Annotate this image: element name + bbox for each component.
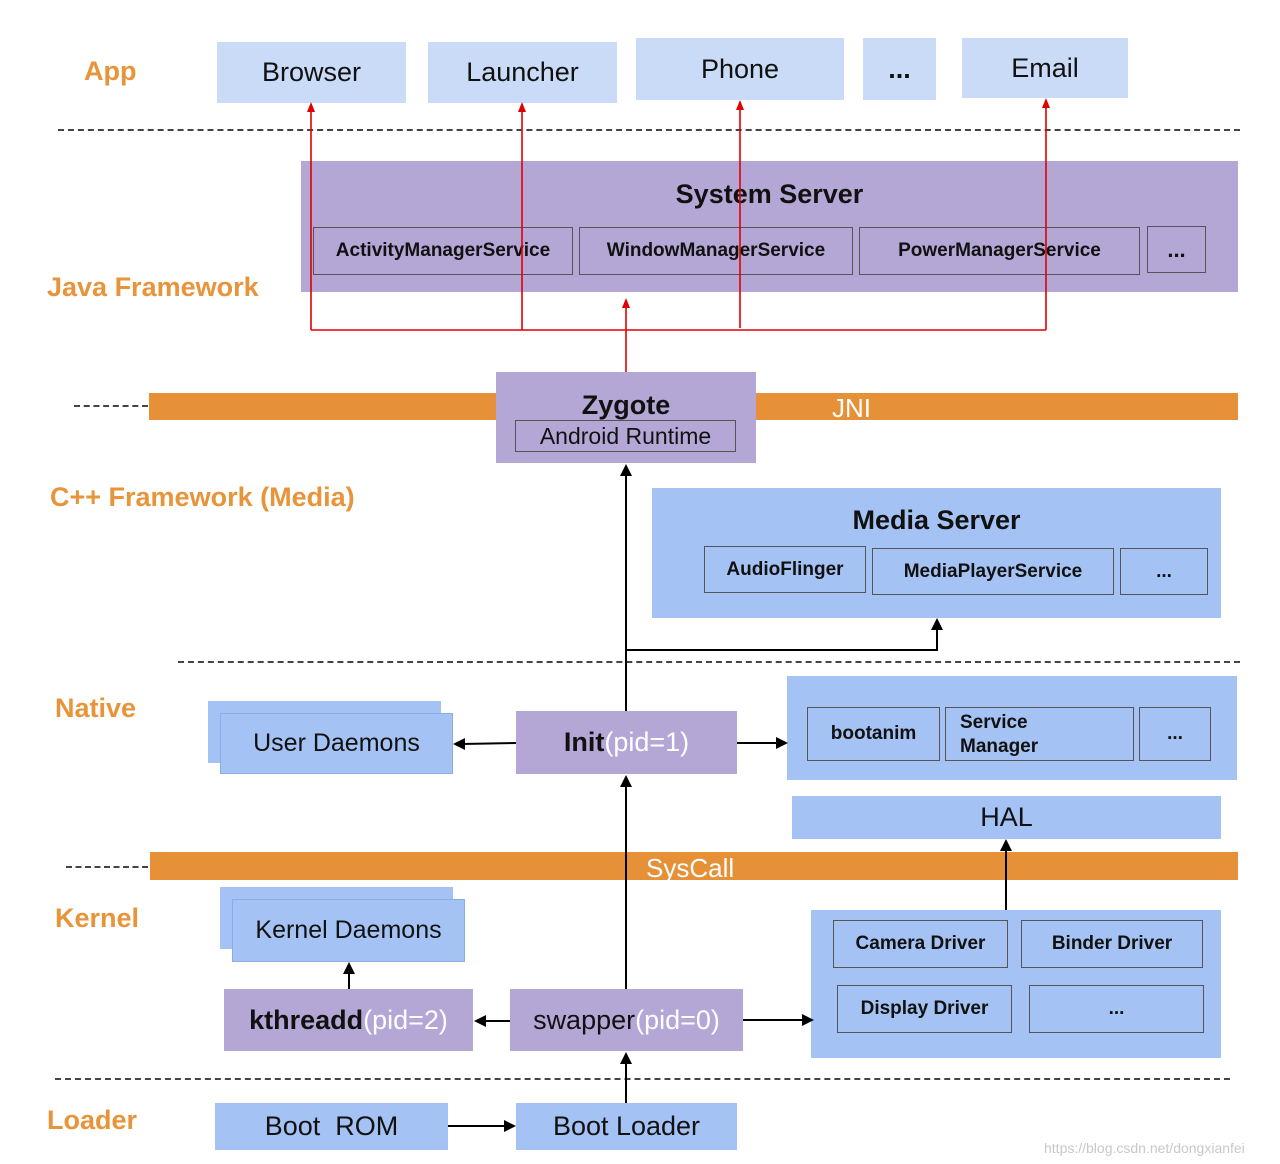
zygote-box: Zygote [496,372,756,463]
service-manager-line1: Service [960,712,1028,733]
bootanim: bootanim [807,707,940,761]
syscall-bar [150,852,1238,880]
arrowhead-to-media-server [931,618,943,630]
swapper-pid: (pid=0) [635,1004,720,1035]
drivers-group [811,910,1221,1058]
system-server: System Server [301,161,1238,292]
layer-label-java-framework: Java Framework [47,272,259,302]
kthreadd-name: kthreadd [249,1004,364,1035]
media-server-more: ... [1120,548,1208,595]
layer-label-app: App [84,56,137,86]
android-runtime: Android Runtime [515,420,736,452]
kthreadd-box: kthreadd(pid=2) [224,989,473,1051]
separator-app-java [58,129,1240,131]
drivers-more: ... [1029,985,1204,1033]
boot-rom: Boot ROM [215,1103,448,1150]
layer-label-native: Native [55,693,137,723]
layer-label-kernel: Kernel [55,903,140,933]
swapper-name: swapper [533,1004,636,1035]
kthreadd-pid: (pid=2) [363,1004,448,1035]
arrowhead-to-phone [736,100,744,110]
app-more: ... [863,38,936,100]
system-server-more: ... [1147,226,1206,273]
arrowhead-to-user-daemons [453,738,465,750]
service-manager: Service Manager [945,707,1134,761]
app-phone: Phone [636,38,844,100]
watermark: https://blog.csdn.net/dongxianfei [1044,1140,1245,1156]
swapper-box: swapper(pid=0) [510,989,743,1051]
user-daemons: User Daemons [220,713,453,774]
arrowhead-to-launcher [518,102,526,112]
media-server-title: Media Server [852,504,1021,535]
camera-driver: Camera Driver [833,920,1008,968]
native-services-group [787,676,1237,780]
hal-box: HAL [792,796,1221,839]
display-driver: Display Driver [837,985,1012,1033]
audio-flinger: AudioFlinger [704,546,866,593]
kernel-daemons: Kernel Daemons [232,899,465,962]
arrowhead-to-swapper [620,1052,632,1064]
boot-loader: Boot Loader [516,1103,737,1150]
syscall-label: SysCall [646,853,735,883]
separator-kernel-loader [55,1078,1230,1080]
app-browser: Browser [217,42,406,103]
arrowhead-to-system-server [622,298,630,308]
window-manager-service: WindowManagerService [579,227,853,275]
arrowhead-to-kernel-daemons [343,962,355,974]
activity-manager-service: ActivityManagerService [313,227,573,275]
jni-label: JNI [832,393,871,423]
init-name: Init [563,727,605,757]
power-manager-service: PowerManagerService [859,227,1140,275]
arrowhead-to-hal [1000,839,1012,851]
system-server-title: System Server [675,178,864,209]
arrowhead-to-zygote [620,464,632,476]
service-manager-line2: Manager [960,736,1039,757]
arrowhead-to-email [1042,98,1050,108]
arrowhead-to-browser [307,102,315,112]
arrowhead-to-kthreadd [474,1015,486,1027]
zygote-title: Zygote [581,389,671,420]
separator-jni-left [74,405,148,407]
layer-label-cpp-framework: C++ Framework (Media) [50,482,355,512]
media-server: Media Server [652,488,1221,618]
media-player-service: MediaPlayerService [872,548,1114,595]
separator-cpp-native [178,661,1240,663]
init-pid: (pid=1) [604,727,690,757]
layer-label-loader: Loader [47,1105,138,1135]
init-box: Init(pid=1) [516,711,737,774]
binder-driver: Binder Driver [1021,920,1203,968]
app-launcher: Launcher [428,42,617,103]
separator-syscall-left [66,866,148,868]
native-services-more: ... [1139,707,1211,761]
app-email: Email [962,38,1128,98]
arrowhead-to-init [620,775,632,787]
arrowhead-to-boot-loader [504,1120,516,1132]
